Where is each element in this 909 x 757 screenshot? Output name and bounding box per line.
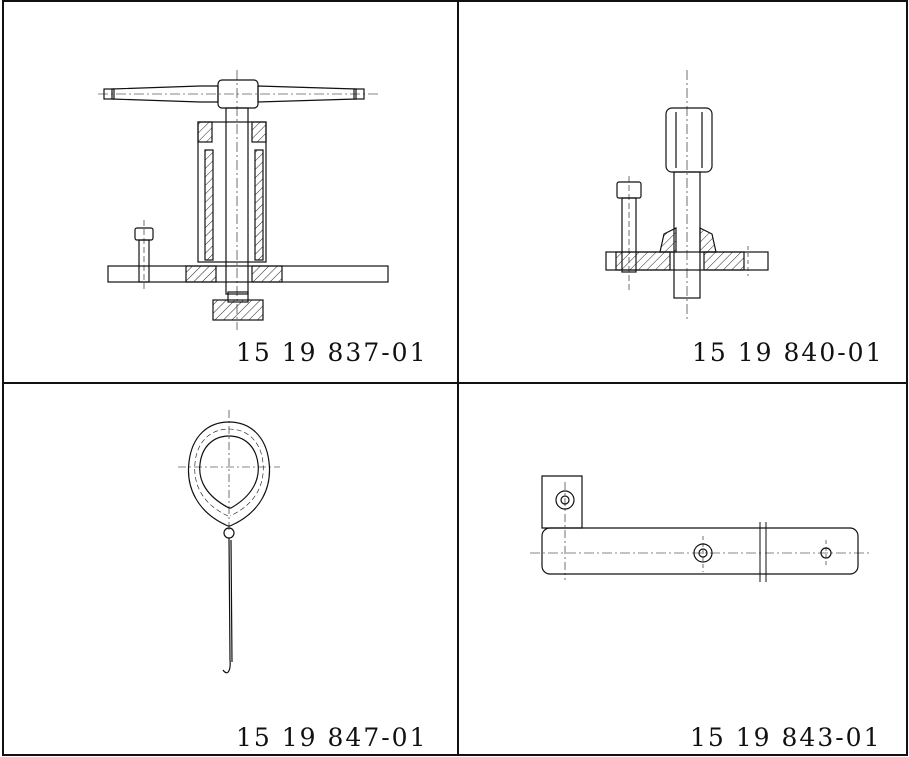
puller-tool-icon xyxy=(98,70,389,330)
loop-hook-tool-icon xyxy=(178,410,280,674)
part-number-label: 15 19 843-01 xyxy=(690,723,882,752)
part-number-label: 15 19 840-01 xyxy=(692,338,884,367)
part-number-label: 15 19 837-01 xyxy=(236,338,428,367)
bracket-bar-icon xyxy=(530,475,870,582)
flange-bolt-tool-icon xyxy=(605,70,769,322)
part-number-label: 15 19 847-01 xyxy=(236,723,428,752)
